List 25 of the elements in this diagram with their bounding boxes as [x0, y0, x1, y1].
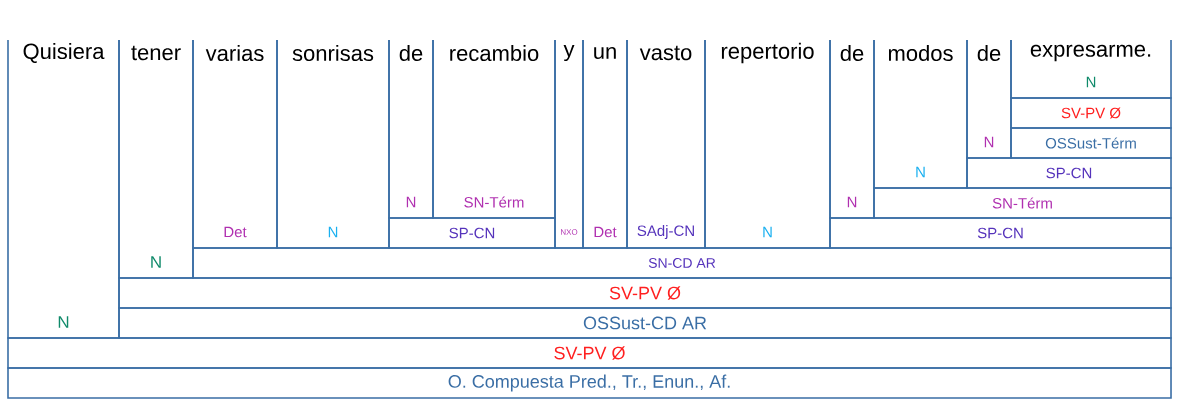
analysis-box: SP-CN — [388, 217, 556, 249]
analysis-box: OSSust-CD AR — [118, 307, 1172, 339]
sentence-word: expresarme. — [1030, 44, 1151, 62]
analysis-box: SP-CN — [829, 217, 1172, 249]
analysis-box: SN-Térm — [873, 187, 1172, 219]
sentence-word: recambio — [450, 44, 539, 62]
sentence-word: Quisiera — [23, 42, 105, 64]
sentence-word: repertorio — [721, 42, 814, 64]
analysis-box: SV-PV Ø — [118, 277, 1172, 309]
sentence-word: de — [977, 44, 1001, 62]
sentence-word: sonrisas — [292, 44, 374, 62]
sentence-word: y — [563, 44, 575, 62]
sentence-word: un — [594, 46, 616, 60]
analysis-box: SP-CN — [966, 157, 1172, 189]
sentence-word: varias — [205, 44, 264, 62]
analysis-box: SV-PV Ø — [7, 337, 1172, 369]
sentence-word: de — [840, 44, 864, 62]
analysis-box: SV-PV Ø — [1010, 97, 1172, 129]
sentence-word: de — [399, 44, 423, 62]
analysis-box: OSSust-Térm — [1010, 127, 1172, 159]
sentence-word: tener — [131, 45, 181, 61]
analysis-box: SN-CD AR — [192, 247, 1172, 279]
analysis-box: O. Compuesta Pred., Tr., Enun., Af. — [7, 367, 1172, 399]
sentence-word: modos — [888, 44, 953, 62]
sentence-word: vasto — [639, 45, 692, 61]
